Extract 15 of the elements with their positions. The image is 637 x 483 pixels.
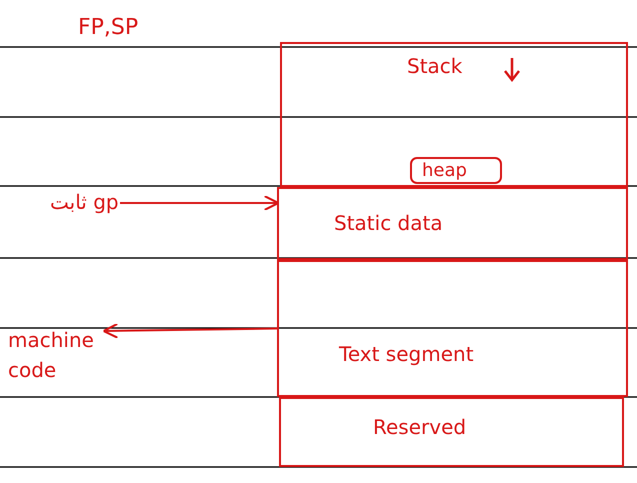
segment-label: Static data — [334, 211, 443, 235]
segment-label: Reserved — [373, 415, 466, 439]
static-data-segment — [277, 187, 628, 260]
stack-segment — [280, 42, 628, 187]
segment-label: Text segment — [339, 342, 474, 366]
arrow — [102, 322, 278, 339]
text-segment — [277, 260, 628, 397]
arrow — [120, 194, 280, 212]
reserved-segment — [279, 397, 624, 467]
segment-label: heap — [422, 160, 467, 181]
gp-label: ثابت gp — [50, 190, 119, 214]
pointer-label: FP,SP — [78, 15, 138, 40]
segment-label: Stack — [407, 54, 462, 78]
heap-box — [410, 157, 502, 184]
machine-code-label: machine code — [8, 327, 95, 384]
